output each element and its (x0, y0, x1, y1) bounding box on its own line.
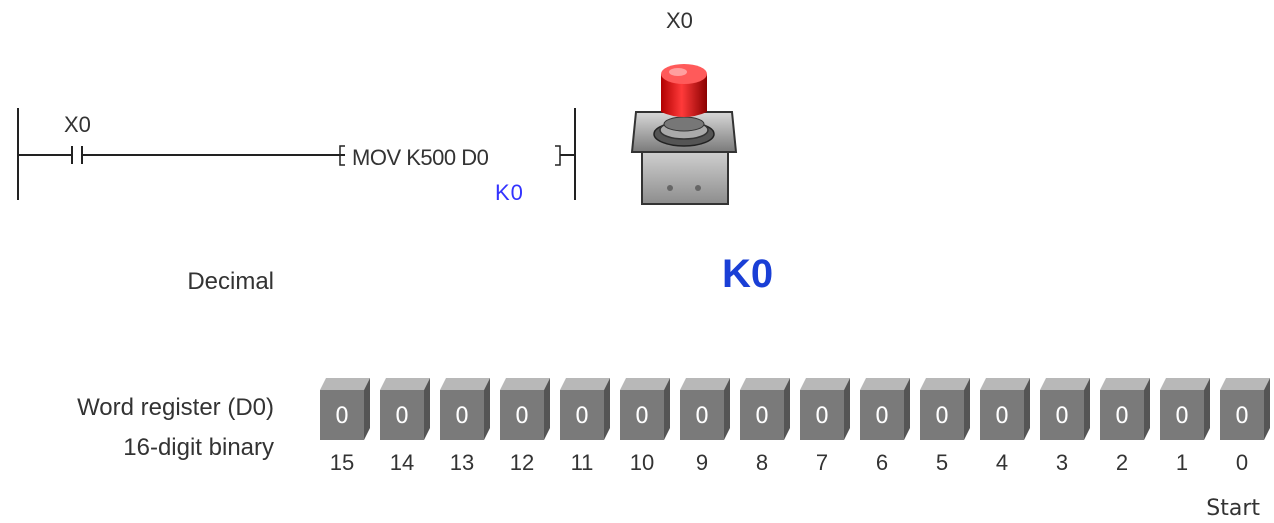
bit-index: 10 (629, 450, 655, 475)
bit-index: 7 (815, 450, 829, 475)
bit-block-icon (680, 378, 730, 440)
bit-index: 2 (1115, 450, 1129, 475)
decimal-value: K0 (722, 252, 774, 296)
bit-index: 11 (570, 450, 594, 475)
bit-cell: 0 14 (380, 378, 430, 475)
bit-value: 0 (995, 404, 1009, 429)
bit-cell: 0 12 (500, 378, 550, 475)
bit-value: 0 (875, 404, 889, 429)
bit-block-icon (320, 378, 370, 440)
bit-index: 5 (935, 450, 949, 475)
bit-value: 0 (935, 404, 949, 429)
bit-value: 0 (755, 404, 769, 429)
bit-index: 13 (449, 450, 475, 475)
binary-label: 16-digit binary (123, 434, 274, 461)
bit-block-icon (920, 378, 970, 440)
bit-block-icon (620, 378, 670, 440)
pushbutton-icon (630, 64, 738, 205)
bit-index: 15 (329, 450, 355, 475)
mov-instruction: MOV K500 D0 (352, 145, 489, 170)
bit-value: 0 (515, 404, 529, 429)
bit-value: 0 (1175, 404, 1189, 429)
bit-index: 6 (875, 450, 889, 475)
bit-block-icon (500, 378, 550, 440)
bit-index: 12 (509, 450, 535, 475)
instruction-bracket-left (339, 145, 345, 166)
pushbutton-x0[interactable] (628, 56, 738, 208)
bit-index: 8 (755, 450, 769, 475)
bit-index: 1 (1175, 450, 1189, 475)
word-register-label: Word register (D0) (77, 394, 274, 421)
bit-block-icon (800, 378, 850, 440)
bit-block-icon (1040, 378, 1090, 440)
bit-block-icon (1220, 378, 1270, 440)
contact-label: X0 (64, 112, 91, 137)
bit-value: 0 (455, 404, 469, 429)
bit-block-icon (980, 378, 1030, 440)
decimal-label: Decimal (187, 268, 274, 295)
bit-value: 0 (335, 404, 349, 429)
instruction-bracket-right (555, 145, 561, 166)
bit-value: 0 (575, 404, 589, 429)
bit-block-icon (860, 378, 910, 440)
pushbutton-label: X0 (666, 8, 693, 33)
ladder-diagram: X0 MOV K500 D0 K0 (0, 0, 620, 230)
bit-value: 0 (695, 404, 709, 429)
bit-cell: 0 15 (320, 378, 370, 475)
bit-block-icon (440, 378, 490, 440)
bit-value: 0 (815, 404, 829, 429)
bit-index: 9 (695, 450, 709, 475)
bit-index: 14 (389, 450, 415, 475)
bit-cell: 0 13 (440, 378, 490, 475)
bit-block-icon (380, 378, 430, 440)
bit-index: 4 (995, 450, 1009, 475)
bit-cell: 0 10 (620, 378, 670, 475)
bit-index: 0 (1235, 450, 1249, 475)
bit-block-icon (1100, 378, 1150, 440)
bit-value: 0 (1235, 404, 1249, 429)
bit-value: 0 (1055, 404, 1069, 429)
bit-index: 3 (1055, 450, 1069, 475)
bit-value: 0 (395, 404, 409, 429)
instruction-current-value: K0 (495, 180, 524, 205)
ladder-rung-graphic (17, 108, 576, 200)
bit-block-icon (1160, 378, 1210, 440)
bit-value: 0 (635, 404, 649, 429)
bit-value: 0 (1115, 404, 1129, 429)
bit-block-icon (740, 378, 790, 440)
start-label: Start (1206, 496, 1260, 521)
bit-block-icon (560, 378, 610, 440)
bit-cell: 0 11 (560, 378, 610, 475)
